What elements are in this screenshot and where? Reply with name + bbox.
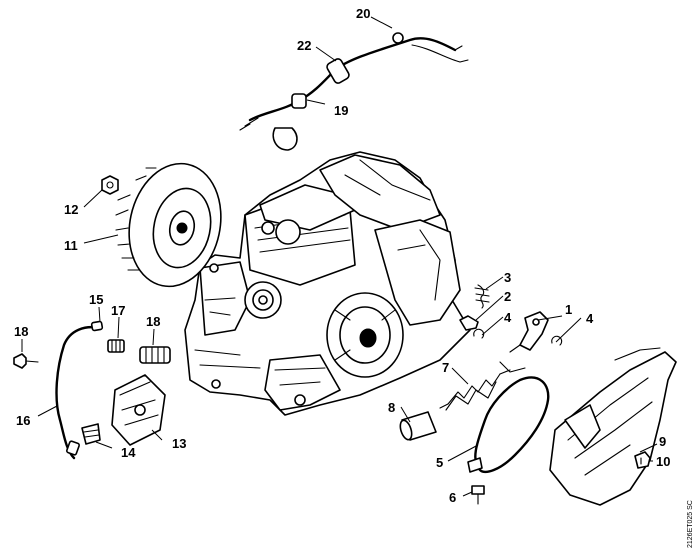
callout-10: 10	[656, 454, 670, 469]
callout-9: 9	[659, 434, 666, 449]
washer-4-right	[551, 335, 563, 346]
screw-19	[13, 353, 39, 369]
leader-lines	[21, 16, 658, 497]
callout-6: 6	[449, 490, 456, 505]
lever-2	[459, 315, 479, 331]
callout-17: 17	[111, 303, 125, 318]
engine-crankcase	[184, 151, 471, 416]
callout-3: 3	[504, 270, 511, 285]
callout-15: 15	[89, 292, 103, 307]
spring-7	[439, 369, 511, 411]
screw-10	[634, 451, 651, 469]
callout-13: 13	[172, 436, 186, 451]
flywheel-nut	[101, 175, 119, 195]
fuel-hose	[55, 320, 104, 460]
callout-4-left: 4	[504, 310, 512, 325]
brake-lever-1	[509, 311, 549, 353]
callout-12: 12	[64, 202, 78, 217]
flywheel	[115, 162, 222, 288]
callout-7: 7	[442, 360, 449, 375]
screw-6	[471, 485, 485, 505]
callouts: 20 22 19 12 11 15 17 18 18 16 13 14 3 2 …	[14, 6, 670, 505]
fitting-17	[107, 339, 125, 353]
callout-2: 2	[504, 289, 511, 304]
ignition-lead	[239, 32, 469, 151]
carburetor-13	[111, 374, 166, 446]
filter-18	[139, 346, 171, 364]
callout-22: 22	[297, 38, 311, 53]
sleeve-8	[399, 411, 437, 441]
callout-4-right: 4	[586, 311, 594, 326]
spring-fitting-14	[81, 423, 101, 445]
callout-11: 11	[64, 238, 78, 253]
drawing-code: 2126ET025 SC	[687, 500, 694, 548]
callout-1: 1	[565, 302, 572, 317]
callout-16: 16	[16, 413, 30, 428]
callout-20: 19	[334, 103, 348, 118]
callout-18: 18	[146, 314, 160, 329]
brake-band-5	[467, 361, 550, 474]
callout-5: 5	[436, 455, 443, 470]
callout-14: 14	[121, 445, 136, 460]
spring-3	[474, 284, 490, 309]
callout-19: 18	[14, 324, 28, 339]
sprocket-cover-9	[549, 347, 677, 506]
callout-21: 20	[356, 6, 370, 21]
callout-8: 8	[388, 400, 395, 415]
washer-4-left	[473, 328, 485, 339]
